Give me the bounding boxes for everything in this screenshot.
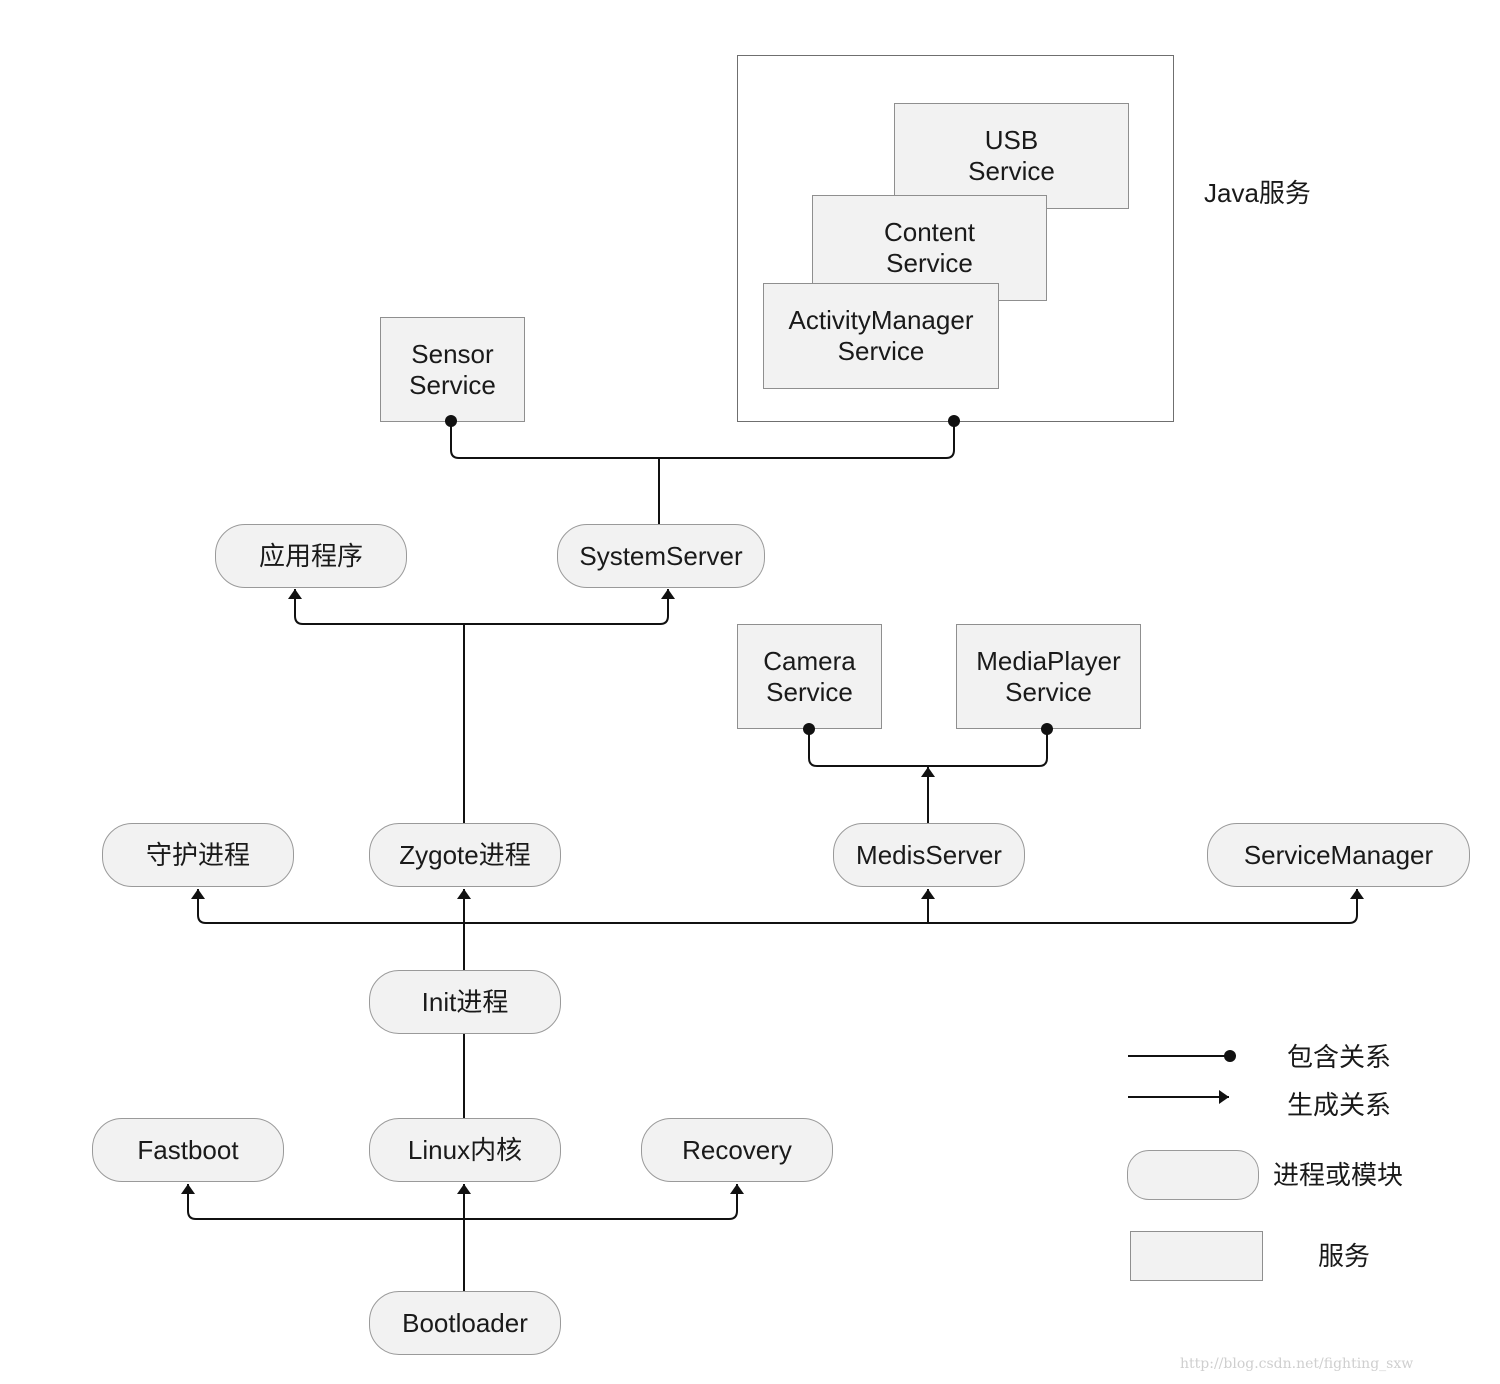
recovery-node: Recovery bbox=[641, 1118, 833, 1182]
dot-java-services bbox=[948, 415, 960, 427]
camera-service-box: Camera Service bbox=[737, 624, 882, 729]
bootloader-to-recovery-arrow bbox=[464, 1184, 744, 1220]
legend-service-label: 服务 bbox=[1318, 1241, 1371, 1271]
zygote-to-systemserver-arrow bbox=[464, 589, 675, 625]
init-node: Init进程 bbox=[369, 970, 561, 1034]
native-services-bracket bbox=[808, 729, 1048, 767]
java-services-label: Java服务 bbox=[1204, 178, 1311, 208]
legend-service-swatch bbox=[1130, 1231, 1263, 1281]
dot-camera-service bbox=[803, 723, 815, 735]
systemserver-services-bracket bbox=[450, 421, 955, 459]
mediaplayer-service-box: MediaPlayer Service bbox=[956, 624, 1141, 729]
sensor-service-box: Sensor Service bbox=[380, 317, 525, 422]
activitymanager-service-box: ActivityManager Service bbox=[763, 283, 999, 389]
init-to-medisserver-arrow bbox=[464, 889, 935, 924]
bootloader-to-fastboot-arrow bbox=[181, 1184, 464, 1220]
zygote-to-app-arrow bbox=[288, 589, 464, 625]
zygote-node: Zygote进程 bbox=[369, 823, 561, 887]
legend-contain-label: 包含关系 bbox=[1287, 1042, 1392, 1072]
init-to-servicemanager-arrow bbox=[928, 889, 1364, 924]
watermark-text: http://blog.csdn.net/fighting_sxw bbox=[1180, 1356, 1414, 1372]
legend-process-swatch bbox=[1127, 1150, 1259, 1200]
medisserver-node: MedisServer bbox=[833, 823, 1025, 887]
servicemanager-node: ServiceManager bbox=[1207, 823, 1470, 887]
fastboot-node: Fastboot bbox=[92, 1118, 284, 1182]
legend-contain-dot bbox=[1224, 1050, 1236, 1062]
linux-kernel-node: Linux内核 bbox=[369, 1118, 561, 1182]
bootloader-node: Bootloader bbox=[369, 1291, 561, 1355]
daemon-node: 守护进程 bbox=[102, 823, 294, 887]
systemserver-node: SystemServer bbox=[557, 524, 765, 588]
dot-mediaplayer-service bbox=[1041, 723, 1053, 735]
init-to-daemon-arrow bbox=[191, 889, 464, 924]
legend-process-label: 进程或模块 bbox=[1273, 1160, 1404, 1190]
dot-sensor-service bbox=[445, 415, 457, 427]
app-node: 应用程序 bbox=[215, 524, 407, 588]
legend-generate-label: 生成关系 bbox=[1287, 1090, 1392, 1120]
